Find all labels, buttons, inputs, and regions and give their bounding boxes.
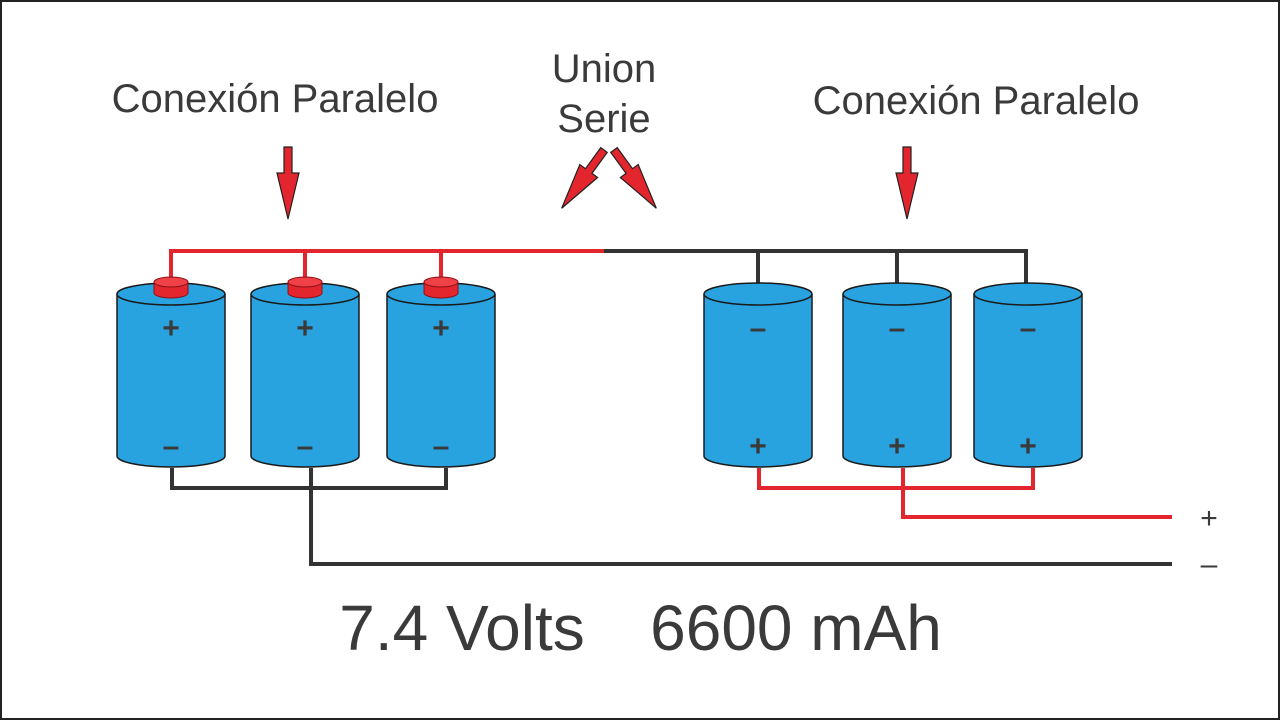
right-down-arrow [895, 146, 919, 220]
series-right-arrow [609, 146, 657, 209]
output-negative-label: – [1201, 548, 1218, 581]
battery-top-terminal-sign: – [750, 312, 767, 345]
battery-top [842, 282, 952, 306]
right-group-title: Conexión Paralelo [813, 79, 1140, 123]
battery-body [250, 294, 360, 468]
left-down-arrow [276, 146, 300, 220]
series-title-line2: Serie [557, 97, 650, 141]
left-parallel-group: +–+–+– [116, 276, 496, 468]
battery-top-terminal-sign: + [432, 312, 450, 345]
battery-body [116, 294, 226, 468]
left-battery-3: +– [386, 276, 496, 468]
pointer-arrows [276, 146, 919, 220]
output-negative-wire [309, 468, 1172, 566]
battery-top-terminal-sign: + [296, 312, 314, 345]
right-parallel-group: –+–+–+ [703, 282, 1083, 468]
battery-body [842, 294, 952, 468]
battery-bottom-terminal-sign: – [297, 430, 314, 463]
output-positive-wire [901, 468, 1172, 519]
battery-body [973, 294, 1083, 468]
left-positive-bus [169, 249, 604, 283]
wiring [169, 249, 1172, 566]
battery-top [973, 282, 1083, 306]
right-positive-bus [757, 468, 1035, 490]
battery-cap-top [287, 276, 323, 288]
rating-voltage: 7.4 Volts [339, 592, 585, 664]
right-negative-bus [604, 249, 1028, 294]
battery-top-terminal-sign: – [1020, 312, 1037, 345]
output-positive-label: + [1200, 502, 1218, 535]
battery-bottom-terminal-sign: + [749, 430, 767, 463]
right-battery-1: –+ [703, 282, 813, 468]
left-group-title: Conexión Paralelo [112, 77, 439, 121]
battery-bottom-terminal-sign: + [888, 430, 906, 463]
right-battery-3: –+ [973, 282, 1083, 468]
series-left-arrow [561, 146, 609, 209]
battery-body [703, 294, 813, 468]
series-title-line1: Union [552, 47, 657, 91]
right-battery-2: –+ [842, 282, 952, 468]
battery-bottom-terminal-sign: + [1019, 430, 1037, 463]
battery-bottom-terminal-sign: – [163, 430, 180, 463]
battery-top-terminal-sign: + [162, 312, 180, 345]
battery-top [703, 282, 813, 306]
battery-top-terminal-sign: – [889, 312, 906, 345]
left-battery-1: +– [116, 276, 226, 468]
battery-cap-top [423, 276, 459, 288]
battery-bottom-terminal-sign: – [433, 430, 450, 463]
rating-capacity: 6600 mAh [650, 592, 942, 664]
battery-body [386, 294, 496, 468]
left-battery-2: +– [250, 276, 360, 468]
battery-cap-top [153, 276, 189, 288]
